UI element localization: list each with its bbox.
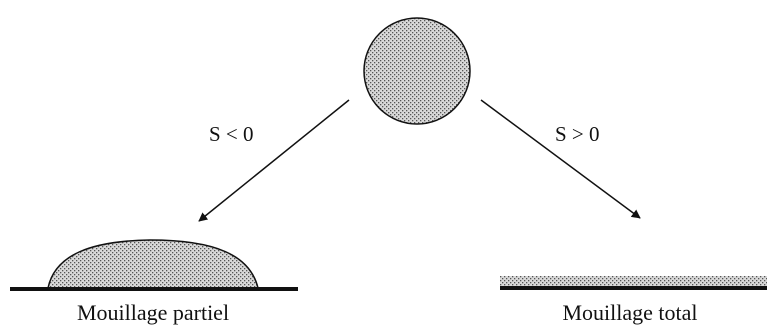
substrate-left xyxy=(10,287,298,291)
caption-partial-wetting: Mouillage partiel xyxy=(77,300,229,325)
arrow-partial-wetting xyxy=(198,99,350,222)
substrate-right xyxy=(500,286,767,290)
condition-label-left: S < 0 xyxy=(209,122,254,146)
arrow-total-wetting xyxy=(480,99,641,219)
droplet xyxy=(363,17,471,125)
sessile-drop xyxy=(47,239,259,289)
wetting-film xyxy=(500,276,767,287)
condition-label-right: S > 0 xyxy=(555,122,600,146)
caption-total-wetting: Mouillage total xyxy=(562,300,697,325)
